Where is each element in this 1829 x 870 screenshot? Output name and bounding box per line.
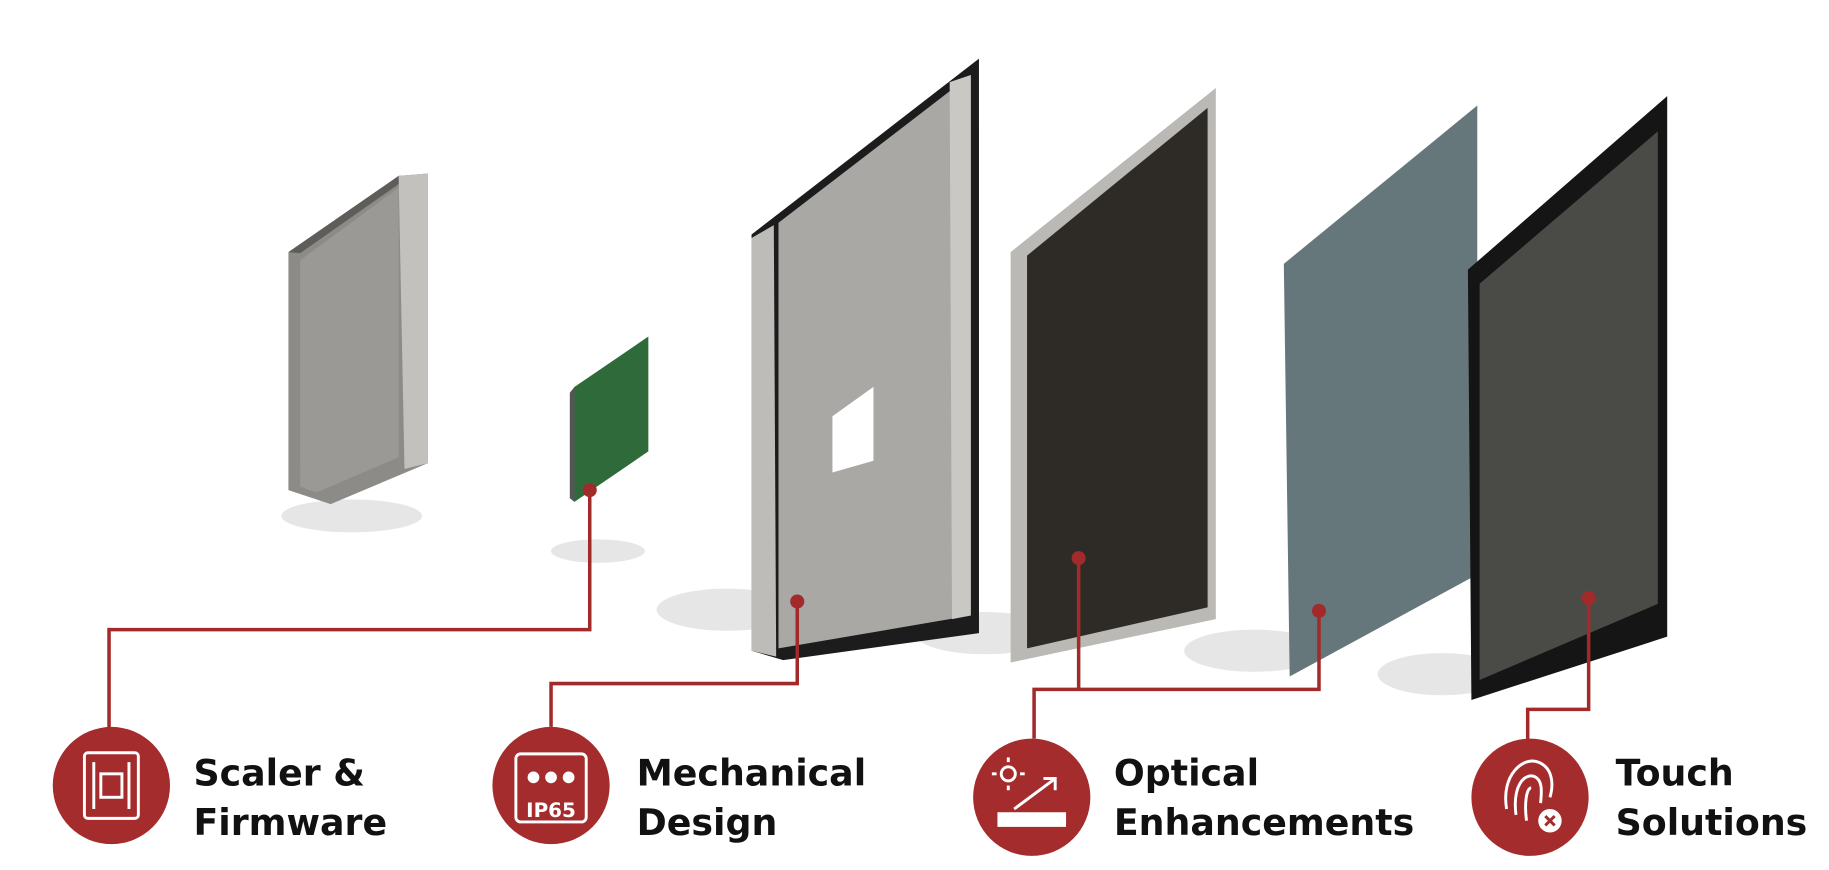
feature-title-line1: Touch	[1616, 752, 1734, 795]
feature-title-line2: Design	[637, 801, 778, 844]
feature-scaler-firmware: Scaler & Firmware	[52, 726, 387, 845]
optical-glass	[1283, 105, 1478, 677]
sun-reflection-icon	[991, 757, 1067, 827]
mechanical-frame	[751, 58, 979, 661]
feature-title-line2: Solutions	[1616, 801, 1808, 844]
feature-title-line1: Mechanical	[637, 752, 867, 795]
fingerprint-icon	[1504, 759, 1562, 833]
touch-screen	[1467, 96, 1668, 700]
feature-touch-solutions: Touch Solutions	[1471, 738, 1808, 856]
feature-title-line1: Optical	[1114, 752, 1259, 795]
ip65-water-drops-icon: IP65	[514, 752, 588, 824]
svg-text:IP65: IP65	[526, 799, 576, 822]
feature-optical-enhancements: Optical Enhancements	[973, 738, 1414, 856]
feature-title-line2: Enhancements	[1114, 801, 1414, 844]
feature-mechanical-design: IP65 Mechanical Design	[492, 726, 867, 845]
feature-title-line2: Firmware	[193, 801, 387, 844]
feature-title-line1: Scaler &	[193, 752, 365, 795]
back-chassis	[288, 173, 428, 505]
circuit-chip-icon	[82, 751, 140, 820]
lcd-panel	[1010, 87, 1216, 663]
scaler-board	[569, 336, 649, 502]
connector-lines	[107, 483, 1596, 742]
